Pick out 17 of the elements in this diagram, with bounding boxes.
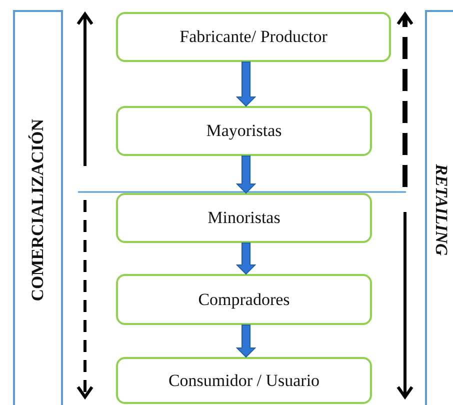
box-label: Mayoristas [206,121,282,141]
arrow [236,242,256,275]
arrow [236,324,256,358]
box-label: Consumidor / Usuario [168,370,320,390]
arrow [236,62,256,107]
band-label: RETAILING [431,164,451,256]
band-label: COMERCIALIZACIÓN [28,118,48,302]
box-label: Minoristas [208,208,280,228]
process-box [116,193,372,243]
box-label: Fabricante/ Productor [180,27,328,47]
side-band [13,10,63,405]
process-box [116,106,372,156]
box-label: Compradores [198,290,290,310]
process-box [116,357,372,404]
process-box [116,12,391,62]
arrow [236,156,256,194]
process-box [116,274,372,325]
